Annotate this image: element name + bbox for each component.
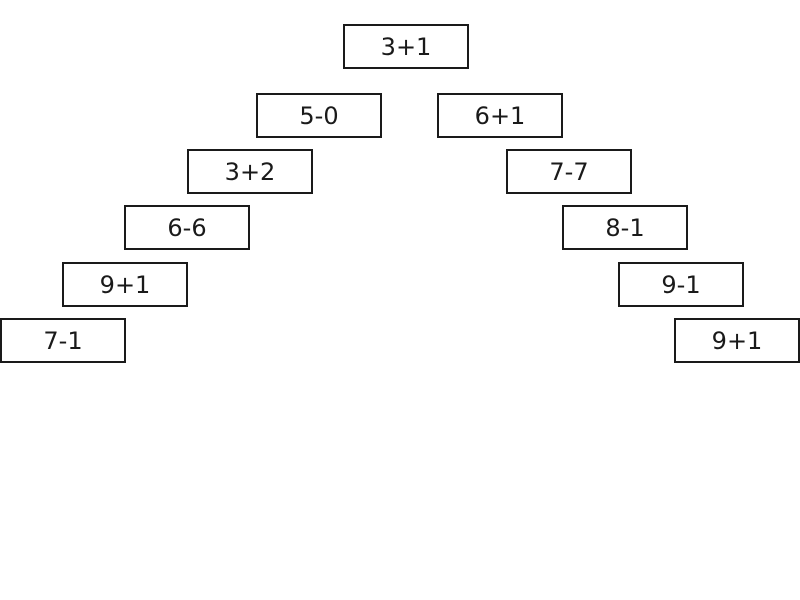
right-expression-box-1: 6+1	[437, 93, 563, 138]
right-expression-box-3: 8-1	[562, 205, 688, 250]
left-expression-box-2: 3+2	[187, 149, 313, 194]
right-expression-box-4: 9-1	[618, 262, 744, 307]
left-expression-box-1: 5-0	[256, 93, 382, 138]
right-expression-box-5: 9+1	[674, 318, 800, 363]
left-expression-box-4: 9+1	[62, 262, 188, 307]
right-expression-box-2: 7-7	[506, 149, 632, 194]
left-expression-box-3: 6-6	[124, 205, 250, 250]
top-expression-box: 3+1	[343, 24, 469, 69]
left-expression-box-5: 7-1	[0, 318, 126, 363]
